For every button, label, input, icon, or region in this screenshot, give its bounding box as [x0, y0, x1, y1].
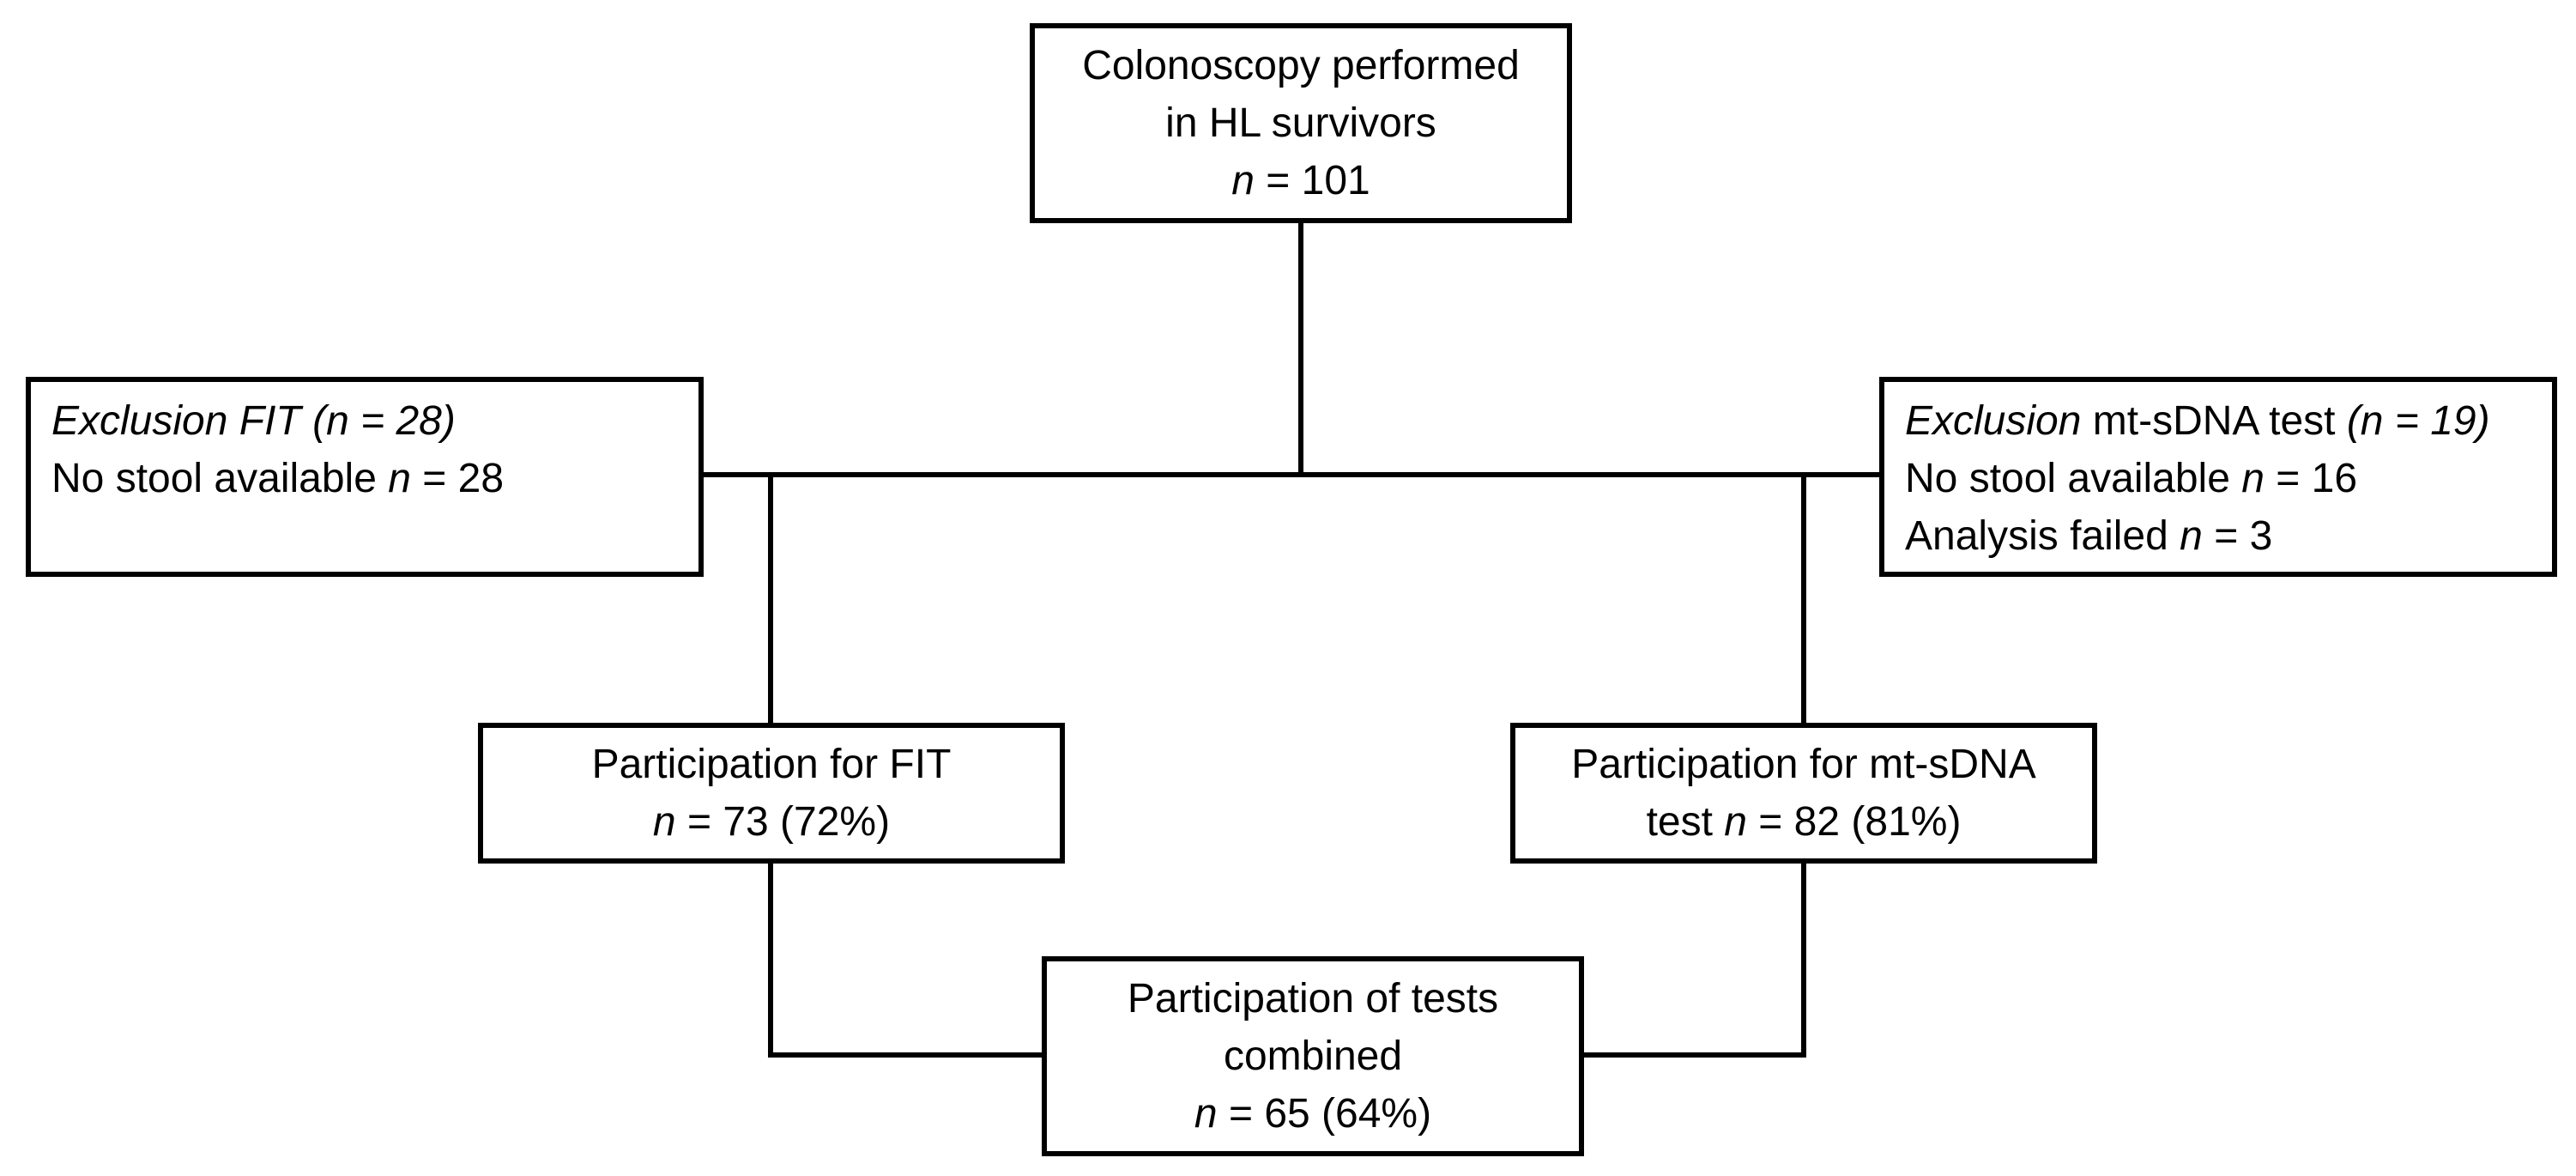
exclusion-mt-reason2-text: Analysis failed	[1905, 513, 2180, 559]
n-variable: n	[1724, 799, 1747, 845]
exclusion-mt-reason1-count: = 16	[2264, 456, 2358, 501]
participation-mt-label: Participation for mt-sDNA	[1571, 742, 2036, 787]
colonoscopy-box: Colonoscopy performed in HL survivors n …	[1030, 23, 1572, 223]
participation-fit-count-value: = 73 (72%)	[675, 799, 891, 845]
n-variable: n	[388, 456, 411, 501]
colonoscopy-line1: Colonoscopy performed	[1082, 43, 1520, 88]
exclusion-mt-sdna-box: Exclusion mt-sDNA test (n = 19) No stool…	[1879, 377, 2557, 577]
exclusion-mt-title-a: Exclusion	[1905, 398, 2082, 444]
combined-count: n = 65 (64%)	[1047, 1085, 1579, 1143]
combined-participation-box: Participation of tests combined n = 65 (…	[1042, 956, 1584, 1156]
n-variable: n	[2180, 513, 2203, 559]
exclusion-mt-title: Exclusion mt-sDNA test (n = 19)	[1905, 392, 2552, 450]
exclusion-mt-reason1: No stool available n = 16	[1905, 450, 2552, 507]
exclusion-fit-title: Exclusion FIT (n = 28)	[51, 392, 698, 450]
exclusion-fit-title-text: Exclusion FIT (n = 28)	[51, 398, 456, 444]
colonoscopy-line2: in HL survivors	[1165, 100, 1436, 146]
participation-mt-sdna-box: Participation for mt-sDNA test n = 82 (8…	[1510, 723, 2097, 864]
exclusion-mt-title-b: (n = 19)	[2346, 398, 2490, 444]
connector-fit-to-combined	[768, 861, 1044, 1058]
exclusion-fit-reason: No stool available n = 28	[51, 450, 698, 507]
exclusion-mt-reason2: Analysis failed n = 3	[1905, 507, 2552, 565]
participation-mt-line2-pre: test	[1646, 799, 1725, 845]
colonoscopy-count: n = 101	[1035, 152, 1567, 209]
exclusion-fit-reason-count: = 28	[410, 456, 505, 501]
exclusion-mt-reason2-count: = 3	[2202, 513, 2273, 559]
exclusion-fit-reason-text: No stool available	[51, 456, 389, 501]
combined-line2: combined	[1223, 1034, 1403, 1079]
participation-mt-count: test n = 82 (81%)	[1515, 793, 2092, 851]
exclusion-fit-box: Exclusion FIT (n = 28) No stool availabl…	[26, 377, 704, 577]
exclusion-mt-reason1-text: No stool available	[1905, 456, 2242, 501]
combined-count-value: = 65 (64%)	[1217, 1091, 1432, 1137]
n-variable: n	[1194, 1091, 1218, 1137]
n-variable: n	[652, 799, 676, 845]
exclusion-mt-title-mid: mt-sDNA test	[2081, 398, 2347, 444]
connector-mt-to-combined	[1581, 861, 1806, 1058]
participation-fit-count: n = 73 (72%)	[483, 793, 1060, 851]
n-variable: n	[2241, 456, 2265, 501]
colonoscopy-count-value: = 101	[1254, 158, 1370, 203]
n-variable: n	[1231, 158, 1255, 203]
combined-line1: Participation of tests	[1127, 976, 1499, 1021]
participation-mt-count-value: = 82 (81%)	[1746, 799, 1962, 845]
participation-fit-box: Participation for FIT n = 73 (72%)	[478, 723, 1065, 864]
participation-fit-label: Participation for FIT	[591, 742, 952, 787]
